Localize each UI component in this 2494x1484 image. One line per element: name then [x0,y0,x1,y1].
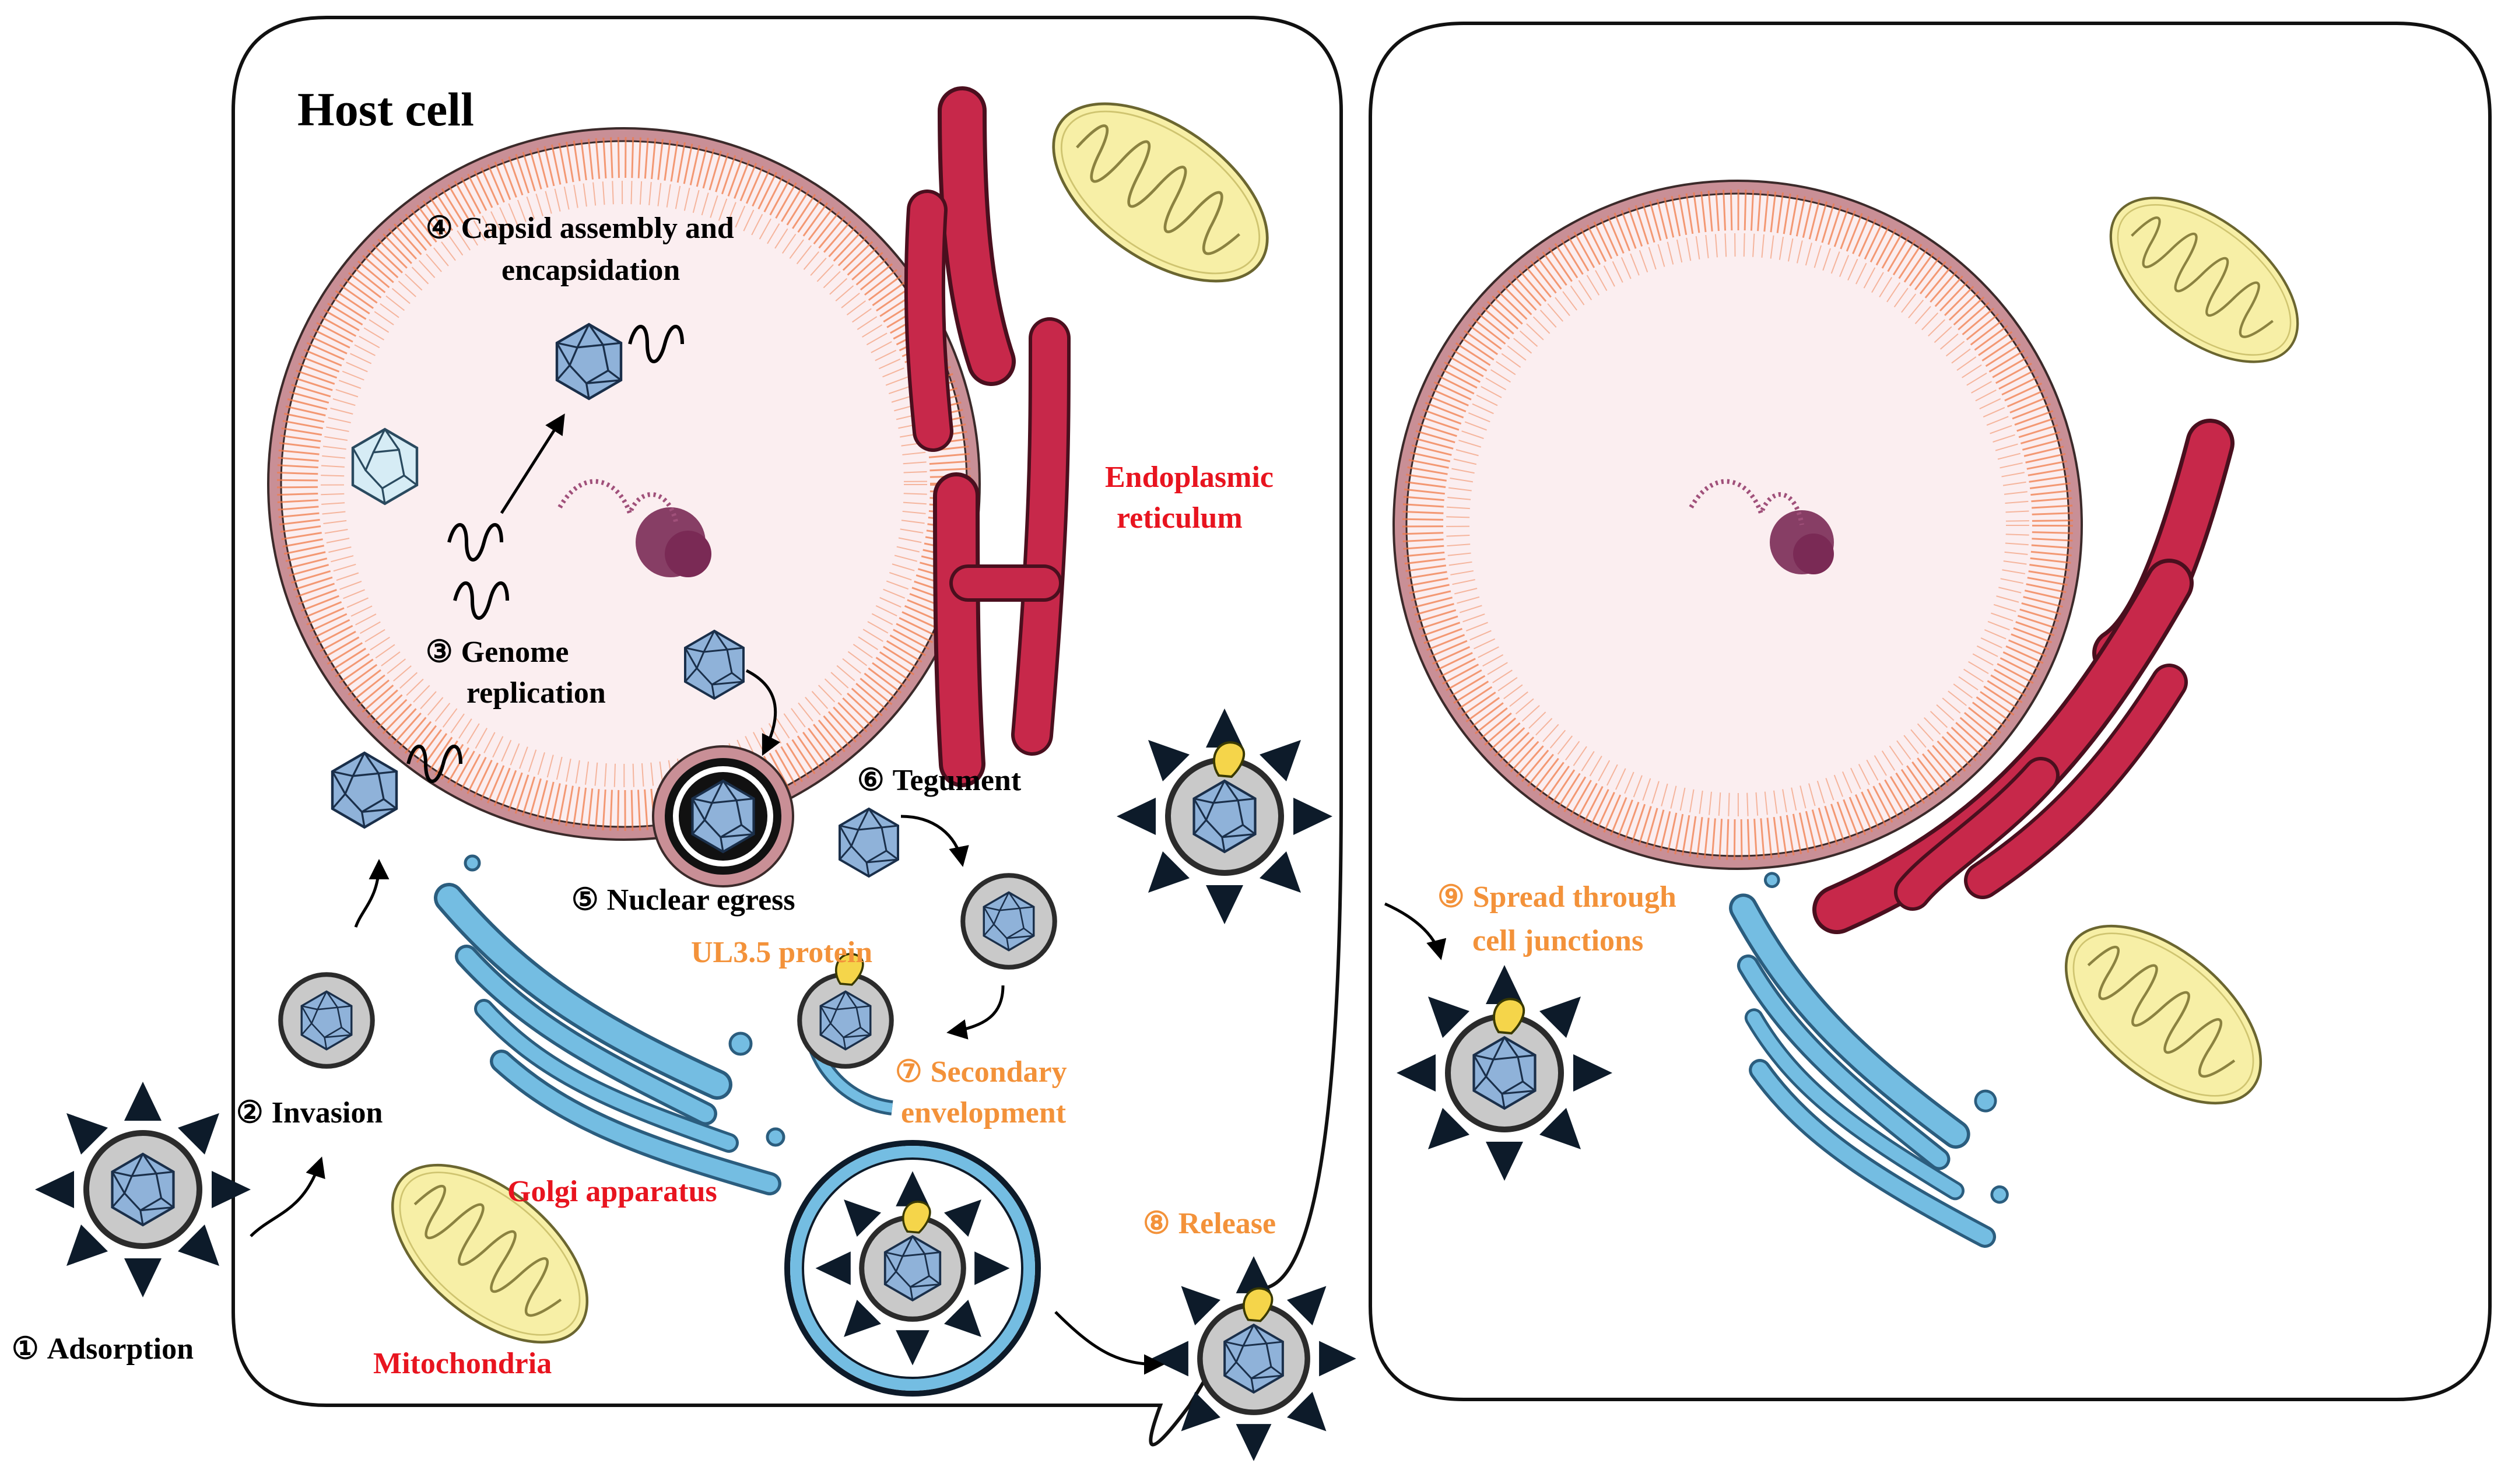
host-cell-title: Host cell [297,83,474,136]
step-5-number: ⑤ [571,883,599,917]
genome-coil-replication-2 [453,581,509,620]
arrow-tegument [900,815,969,867]
arrow-to-secondary-envelopment [946,985,1005,1040]
step-2-text: Invasion [272,1096,383,1129]
step-9-text-line1: Spread through [1473,880,1676,914]
step-8-number: ⑧ [1143,1207,1170,1240]
step-6-text: Tegument [893,764,1022,797]
step-2-number: ② [236,1096,264,1129]
arrow-spread [1384,902,1447,960]
er-label-line1: Endoplasmic [1105,461,1274,494]
step-7-label: ⑦ Secondary envelopment [895,1055,1067,1129]
step-4-number: ④ [426,212,453,245]
er-label: Endoplasmic reticulum [1105,461,1274,535]
genome-coil-entry [406,745,462,783]
golgi-label: Golgi apparatus [507,1175,717,1208]
step-6-number: ⑥ [857,764,885,797]
step-1-number: ① [12,1332,39,1366]
step-7-number: ⑦ [895,1055,922,1089]
host-nucleus [267,127,981,841]
step-4-text-line1: Capsid assembly and [461,212,734,245]
step-7-text-line2: envelopment [901,1096,1067,1129]
step-1-text: Adsorption [47,1332,194,1366]
neighbour-nucleus [1392,180,2083,870]
virion-tegumented [960,873,1057,970]
step-3-text-line2: replication [466,676,606,710]
capsid-nuclear-egress [652,745,794,887]
endoplasmic-reticulum-host [904,86,1071,787]
arrow-to-nuclear-egress [745,669,781,756]
mitochondria-label: Mitochondria [373,1347,552,1380]
virion-extracellular [1117,708,1332,924]
step-9-number: ⑨ [1437,880,1465,914]
step-3-number: ③ [426,636,453,669]
arrow-invasion-to-nucleus [354,859,390,928]
transport-vesicle [784,1140,1041,1397]
virion-invasion [278,972,375,1069]
step-9-text-line2: cell junctions [1472,924,1643,957]
arrow-adsorption-to-invasion [250,1156,325,1237]
virion-release [1151,1256,1356,1461]
virion-adsorption [35,1082,251,1297]
virion-secondary-envelopment [797,953,894,1115]
genome-coil-replication-1 [447,523,503,562]
endoplasmic-reticulum-neighbour [1812,419,2235,934]
protein-label: UL3.5 protein [691,936,872,969]
er-label-line2: reticulum [1117,501,1243,535]
step-7-text-line1: Secondary [931,1055,1067,1089]
arrow-to-release [1054,1311,1164,1375]
genome-coil-encapsidation [628,325,684,363]
arrow-replication-to-assembly [500,413,565,514]
step-4-text-line2: encapsidation [501,254,680,287]
step-8-text: Release [1178,1207,1276,1240]
step-5-text: Nuclear egress [607,883,795,917]
virion-spread-neighbour [1397,965,1612,1181]
step-3-text-line1: Genome [461,636,569,669]
